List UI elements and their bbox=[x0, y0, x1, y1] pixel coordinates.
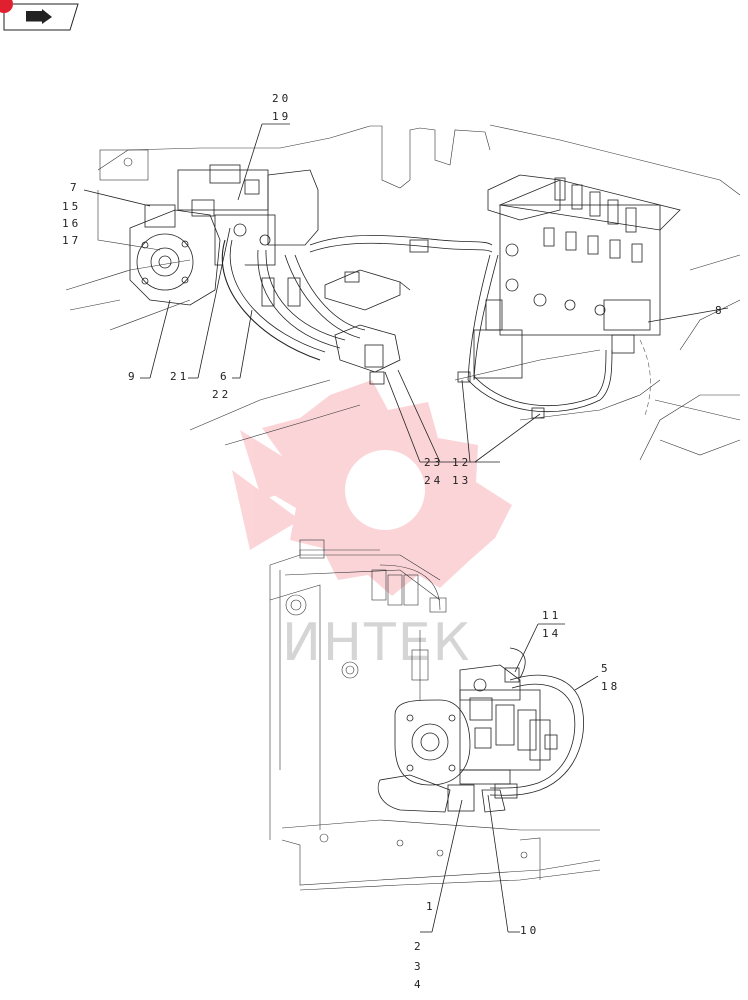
callouts-top: 20 19 7 15 16 17 8 9 21 6 22 23 24 12 13 bbox=[62, 92, 729, 487]
callout-3: 3 bbox=[414, 960, 424, 973]
main-pump-top bbox=[129, 164, 319, 306]
callout-10: 10 bbox=[520, 924, 539, 937]
callout-9: 9 bbox=[128, 370, 138, 383]
center-bracket bbox=[324, 239, 429, 385]
callout-11: 11 bbox=[542, 609, 561, 622]
callout-15: 15 bbox=[62, 200, 81, 213]
callout-22: 22 bbox=[212, 388, 231, 401]
callout-20: 20 bbox=[272, 92, 291, 105]
nav-badge bbox=[0, 0, 13, 13]
engine-block-bottom bbox=[269, 539, 601, 891]
book-arrow-icon bbox=[26, 9, 52, 24]
callout-21: 21 bbox=[170, 370, 189, 383]
pump-bottom bbox=[377, 664, 558, 813]
callout-17: 17 bbox=[62, 234, 81, 247]
callout-24: 24 bbox=[424, 474, 443, 487]
callout-7: 7 bbox=[70, 181, 80, 194]
watermark-gear-icon bbox=[232, 380, 512, 596]
callout-1: 1 bbox=[426, 900, 436, 913]
callout-4: 4 bbox=[414, 978, 424, 991]
callout-6: 6 bbox=[220, 370, 230, 383]
callouts-bottom: 11 14 5 18 1 2 3 4 10 bbox=[414, 609, 620, 991]
frame-outline-top bbox=[65, 124, 741, 461]
control-valve-top bbox=[473, 174, 681, 379]
callout-8: 8 bbox=[715, 304, 725, 317]
callout-13: 13 bbox=[452, 474, 471, 487]
callout-5: 5 bbox=[601, 662, 611, 675]
hoses-bottom bbox=[489, 647, 584, 799]
callout-2: 2 bbox=[414, 940, 424, 953]
callout-18: 18 bbox=[601, 680, 620, 693]
callout-12: 12 bbox=[452, 456, 471, 469]
callout-16: 16 bbox=[62, 217, 81, 230]
nav-button[interactable] bbox=[0, 0, 79, 31]
hoses-top bbox=[221, 234, 651, 419]
callout-23: 23 bbox=[424, 456, 443, 469]
callout-14: 14 bbox=[542, 627, 561, 640]
callout-19: 19 bbox=[272, 110, 291, 123]
watermark-text: ИНТЕК bbox=[282, 613, 472, 673]
